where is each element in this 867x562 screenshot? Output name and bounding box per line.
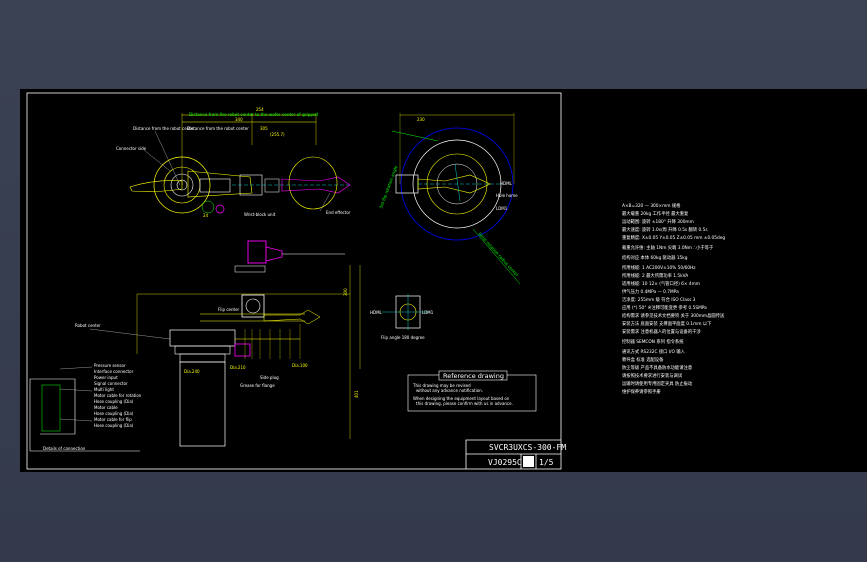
dim-100: Dia.100 [292, 363, 308, 368]
connection-detail: Details of connection Pressure sensor In… [29, 363, 142, 452]
note-15: 安装需求 注意机器人的位置与设备的干涉 [622, 328, 701, 335]
hdml-label-side: HDML [370, 310, 383, 315]
dim-24: 24 [203, 213, 209, 218]
note-8: 所用线缆: 2 最大所需功率 1.5kVA [622, 272, 688, 279]
note-18: 教导盒 标准 选配设备 [622, 356, 664, 363]
note-19: 防尘等级 产品不具备防水功能请注意 [622, 364, 692, 371]
end-effector-label: End effector [326, 210, 351, 215]
note-16: 控制器 SEMCON 系列 指令系统 [622, 338, 684, 345]
sheet-border [26, 92, 562, 470]
top-dim-note: Distance from the robot center to the wa… [189, 112, 319, 117]
robot-center-label: Robot center [75, 323, 101, 328]
dim-210: Dia.210 [230, 365, 246, 370]
details-label: Details of connection [43, 446, 86, 451]
distance-note-2: Distance from the robot center [187, 126, 249, 131]
flip-view: 230 3rd flip rotation angle Wrist rotati… [378, 113, 521, 285]
dim-300: 300 [343, 288, 348, 296]
model-space[interactable]: SVCR3UXCS-300-FM VJ0295C 1/5 Reference d… [20, 89, 867, 472]
reference-box: Reference drawing This drawing may be re… [407, 370, 537, 412]
ldm1-label-side: LDM1 [422, 310, 434, 315]
legend-item-6: Hose coupling (Dia) [94, 399, 134, 404]
connector-side-label: Connector side [116, 146, 147, 151]
note-0: A×B=320 — 300×mm 规格 [622, 202, 681, 209]
note-12: 应用 (*) 50° ※注释可能变更 参考 0.5SMPa [622, 304, 707, 311]
title-block: SVCR3UXCS-300-FM VJ0295C 1/5 [465, 439, 566, 469]
side-view: 300 401 Flip center Dia.240 Dia.210 Dia.… [75, 240, 361, 447]
flip-angle-view: HDML LDM1 Flip angle 180 degree [370, 294, 434, 340]
note-4: 重复精度: X±0.05 Y±0.05 Z±0.05 mm ±0.05deg [622, 234, 725, 241]
sheet-code: VJ0295C [488, 458, 522, 467]
reference-title: Reference drawing [443, 372, 504, 380]
side-plug-label: Side plug [260, 375, 279, 380]
dim-340: 340 [235, 117, 243, 122]
note-17: 通讯方式 RS232C 接口 I/O 输入 [622, 348, 686, 355]
reference-line-1: This drawing may be revised [412, 383, 471, 388]
note-22: 维护保养请参照手册 [622, 388, 661, 395]
note-5: 载重允许维: 主轴 1Nm 尖端 3.0Nm ∴小于等于 [622, 244, 714, 251]
legend-item-9: Motor cable for flip [94, 417, 132, 422]
note-3: 最大速度: 旋转 1.0s/周 升降 0.5s 翻转 0.5s [622, 226, 708, 233]
reference-line-3: When designing the equipment layout base… [413, 396, 510, 401]
note-10: 供气压力 0.4MPa — 0.7MPa [622, 288, 679, 295]
ldm1-label-top: LDM1 [496, 206, 508, 211]
hdml-label-top: HDML [500, 181, 513, 186]
note-6: 结构对应 本体 60kg 驱动器 15kg [622, 254, 688, 261]
legend-item-4: Multi light [94, 387, 114, 392]
legend-item-10: Hose coupling (Dia) [94, 423, 134, 428]
note-2: 运动範围: 旋转 ±180° 升降 300mm [622, 218, 694, 225]
legend-item-8: Hose coupling (Dia) [94, 411, 134, 416]
legend-item-7: Motor cable [94, 405, 118, 410]
note-7: 所用线缆: 1 AC200V±10% 50/60Hz [622, 264, 696, 271]
note-9: 适用线缆: 10 12× (气管口径) 6× 4mm [622, 280, 700, 287]
flip-center-label: Flip center [218, 307, 240, 312]
flip-note-left: 3rd flip rotation angle [378, 165, 398, 210]
notes-block: A×B=320 — 300×mm 规格 最大载重 20kg 工作半径 最大重复 … [622, 202, 725, 395]
wrist-block-label: Wrist-block unit [244, 212, 276, 217]
flip-angle-label: Flip angle 180 degree [381, 335, 425, 340]
distance-note-1: Distance from the robot center [133, 126, 195, 131]
hole-home-label: Hole home [496, 193, 518, 198]
note-11: 洁净度: 255mm 级 符合 ISO Class 3 [622, 296, 696, 303]
title-block-mark [523, 456, 534, 467]
note-14: 安装方法 底面安装 支撑面平面度 0.1mm 以下 [622, 320, 712, 327]
cad-drawing: SVCR3UXCS-300-FM VJ0295C 1/5 Reference d… [26, 92, 725, 470]
dim-230: 230 [417, 117, 425, 122]
sheet-number: 1/5 [539, 458, 554, 467]
note-13: 结构需求 请参见技术文档要项 关于 300mm晶圆传送 [622, 312, 725, 319]
dim-401: 401 [354, 390, 359, 398]
legend-item-5: Motor cable for rotation [94, 393, 142, 398]
dim-255: (255.7) [270, 132, 285, 137]
legend-item-2: Power input [94, 375, 118, 380]
dim-240: Dia.240 [184, 369, 200, 374]
dim-305: 305 [260, 126, 268, 131]
top-view: Distance from the robot center to the wa… [116, 107, 351, 218]
legend-item-3: Signal connector [94, 381, 128, 386]
dim-254: 254 [256, 107, 264, 112]
flip-note-right: Wrist rotation radius center [477, 231, 519, 277]
legend-item-0: Pressure sensor [94, 363, 126, 368]
reference-line-4: this drawing, please confirm with us in … [416, 401, 513, 406]
legend-item-1: Interface connector [94, 369, 134, 374]
drawing-number: SVCR3UXCS-300-FM [489, 443, 566, 452]
reference-line-2: without any advance notification. [416, 388, 483, 393]
note-20: 请按照技术要求进行安装与调试 [622, 372, 683, 379]
grease-label: Grease for flange [240, 383, 275, 388]
note-1: 最大载重 20kg 工作半径 最大重复 [622, 210, 689, 217]
note-21: 运输时请使用专用固定夹具 防止振动 [622, 380, 693, 387]
